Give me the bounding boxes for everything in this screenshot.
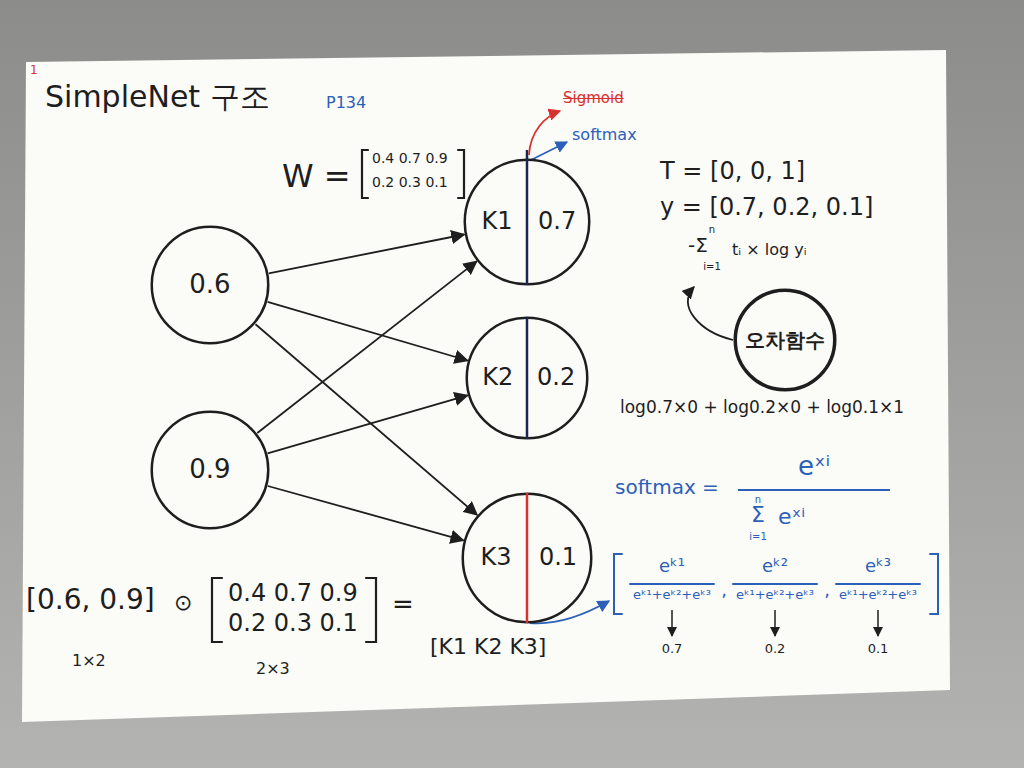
neuron-circle: 0.6	[150, 225, 270, 345]
handwritten-label: eᵏ¹+eᵏ²+eᵏ³	[736, 588, 814, 603]
weight-connector	[268, 302, 468, 361]
handwritten-label: i=1	[749, 531, 767, 543]
handwritten-label: y = [0.7, 0.2, 0.1]	[660, 194, 873, 222]
handwritten-label: [0.6, 0.9]	[26, 584, 155, 616]
handwritten-label: n	[709, 224, 715, 236]
handwritten-label: 0.4 0.7 0.9	[228, 580, 358, 608]
leader-arrow	[688, 287, 733, 340]
diagram-title: SimpleNet 구조	[45, 80, 270, 115]
handwritten-label: i=1	[703, 261, 721, 273]
node-text: 오차함수	[745, 329, 825, 352]
neuron-circle: 오차함수	[733, 288, 837, 392]
handwritten-label: log0.7×0 + log0.2×0 + log0.1×1	[620, 398, 904, 418]
node-text: 0.2	[537, 364, 575, 392]
handwritten-label: 2×3	[256, 660, 290, 678]
handwritten-label: eˣⁱ	[778, 504, 805, 529]
down-arrows	[672, 610, 878, 636]
paper-sheet	[22, 50, 950, 722]
handwritten-label: T = [0, 0, 1]	[660, 158, 805, 186]
node-text: K2	[482, 364, 513, 392]
node-text: 0.7	[538, 208, 576, 236]
weight-connector	[268, 486, 464, 540]
handwritten-label: [K1 K2 K3]	[430, 634, 546, 659]
handwritten-label: 0.2	[765, 642, 786, 657]
handwritten-label: Sigmoid	[563, 90, 624, 107]
node-text: K1	[481, 208, 512, 236]
neuron-circle: K3 0.1	[461, 492, 593, 624]
softmax-arrow	[531, 142, 567, 160]
handwritten-label: tᵢ × log yᵢ	[732, 241, 807, 259]
handwritten-label: ,	[721, 580, 727, 601]
handwritten-label: ,	[824, 580, 830, 601]
node-text: K3	[480, 544, 511, 572]
neuron-circle: K2 0.2	[465, 316, 589, 440]
handwritten-label: 0.4 0.7 0.9	[372, 150, 448, 166]
handwritten-label: eᵏ¹+eᵏ²+eᵏ³	[633, 588, 711, 603]
handwritten-label: softmax	[572, 126, 637, 144]
handwritten-label: 1×2	[72, 652, 106, 670]
handwritten-label: ⊙	[174, 590, 192, 615]
node-text: 0.1	[539, 544, 577, 572]
fraction-bar	[738, 489, 890, 491]
handwritten-label: eᵏ¹+eᵏ²+eᵏ³	[839, 588, 917, 603]
handwritten-label: 0.2 0.3 0.1	[228, 610, 358, 638]
handwritten-label: W =	[282, 158, 351, 195]
handwritten-label: -Σ	[688, 234, 708, 257]
handwritten-label: 1	[30, 64, 38, 78]
handwritten-label: 0.2 0.3 0.1	[372, 174, 448, 190]
handwritten-label: P134	[326, 94, 366, 112]
handwritten-label: softmax =	[615, 476, 719, 499]
weight-connector	[256, 324, 478, 515]
neuron-circle: K1 0.7	[463, 158, 591, 286]
handwritten-label: eᵏ¹	[659, 556, 685, 577]
handwritten-label: eᵏ²	[762, 556, 788, 577]
handwritten-label: =	[392, 590, 414, 620]
vector-brackets	[614, 554, 938, 614]
weight-connector	[257, 261, 476, 433]
handwritten-label: Σ	[751, 502, 765, 527]
weight-connector	[268, 395, 468, 453]
weight-connector	[269, 235, 464, 274]
handwritten-label: eᵏ³	[865, 556, 891, 577]
node-text: 0.9	[189, 455, 230, 485]
node-text: 0.6	[189, 270, 230, 300]
handwritten-label: 0.7	[662, 642, 683, 657]
handwritten-label: eˣⁱ	[798, 452, 830, 482]
handwritten-label: 0.1	[868, 642, 889, 657]
neuron-circle: 0.9	[150, 410, 270, 530]
